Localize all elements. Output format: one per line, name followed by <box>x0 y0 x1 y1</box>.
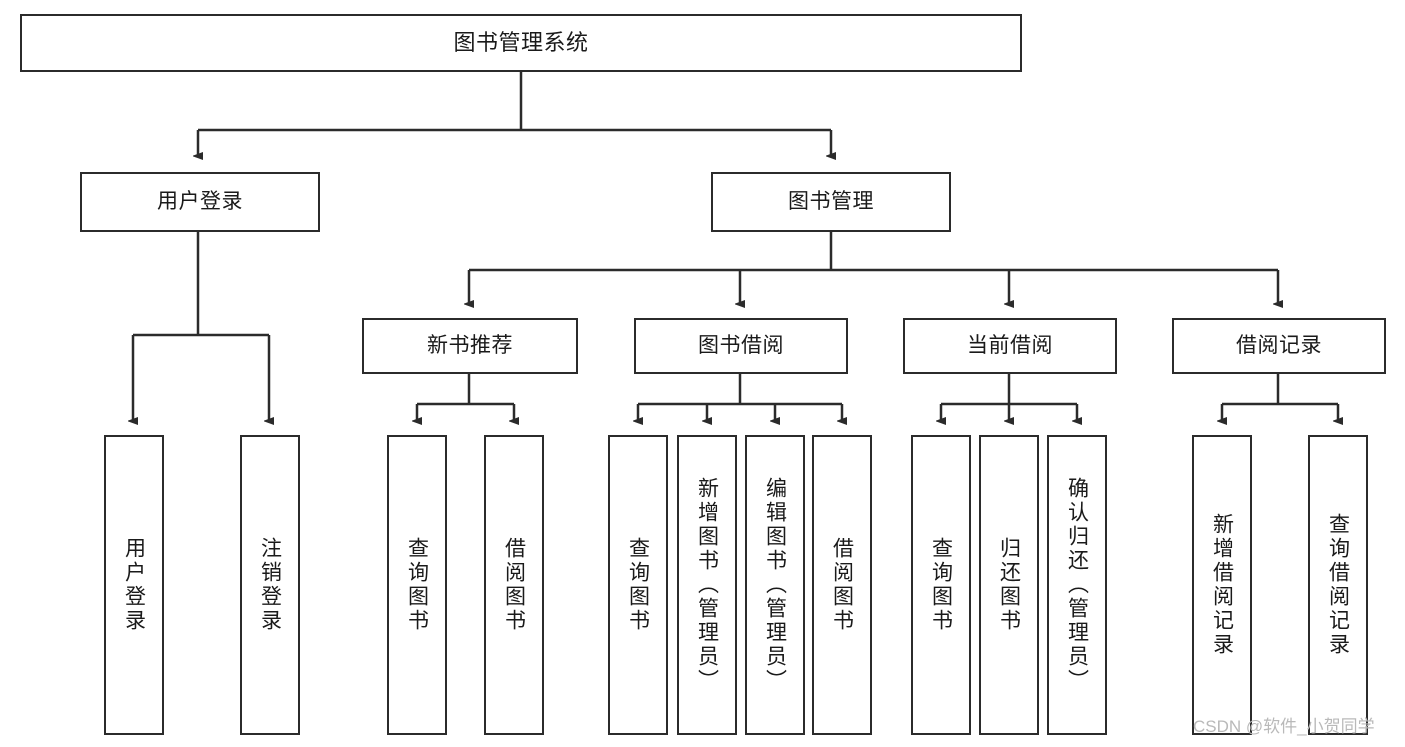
leaf-borrow-query-book[interactable]: 查询图书 <box>608 435 668 735</box>
node-borrow-record[interactable]: 借阅记录 <box>1172 318 1386 374</box>
node-book-management[interactable]: 图书管理 <box>711 172 951 232</box>
node-label: 查询图书 <box>405 537 429 633</box>
node-label: 图书管理系统 <box>453 29 589 55</box>
node-label: 新增借阅记录 <box>1210 513 1234 657</box>
node-label: 用户登录 <box>122 537 146 633</box>
node-label: 用户登录 <box>157 189 243 213</box>
node-label: 借阅图书 <box>502 537 526 633</box>
node-label: 查询图书 <box>929 537 953 633</box>
leaf-borrow-edit-book-admin[interactable]: 编辑图书（管理员） <box>745 435 805 735</box>
node-label: 查询借阅记录 <box>1326 513 1350 657</box>
node-book-borrow[interactable]: 图书借阅 <box>634 318 848 374</box>
node-label: 借阅图书 <box>830 537 854 633</box>
node-label: 新增图书（管理员） <box>695 477 719 693</box>
node-label: 借阅记录 <box>1236 333 1322 357</box>
leaf-user-login-logout[interactable]: 注销登录 <box>240 435 300 735</box>
leaf-user-login-login[interactable]: 用户登录 <box>104 435 164 735</box>
node-user-login[interactable]: 用户登录 <box>80 172 320 232</box>
node-label: 图书借阅 <box>698 333 784 357</box>
node-current-borrow[interactable]: 当前借阅 <box>903 318 1117 374</box>
node-new-book-recommend[interactable]: 新书推荐 <box>362 318 578 374</box>
node-label: 注销登录 <box>258 537 282 633</box>
csdn-watermark: CSDN @软件_小贺同学 <box>1193 717 1375 736</box>
node-label: 编辑图书（管理员） <box>763 477 787 693</box>
leaf-borrow-add-book-admin[interactable]: 新增图书（管理员） <box>677 435 737 735</box>
leaf-recommend-borrow-book[interactable]: 借阅图书 <box>484 435 544 735</box>
leaf-current-return-book[interactable]: 归还图书 <box>979 435 1039 735</box>
leaf-borrow-borrow-book[interactable]: 借阅图书 <box>812 435 872 735</box>
leaf-current-query-book[interactable]: 查询图书 <box>911 435 971 735</box>
leaf-record-add-record[interactable]: 新增借阅记录 <box>1192 435 1252 735</box>
leaf-record-query-record[interactable]: 查询借阅记录 <box>1308 435 1368 735</box>
node-label: 图书管理 <box>788 189 874 213</box>
node-label: 新书推荐 <box>427 333 513 357</box>
leaf-recommend-query-book[interactable]: 查询图书 <box>387 435 447 735</box>
leaf-current-confirm-return-admin[interactable]: 确认归还（管理员） <box>1047 435 1107 735</box>
node-root-system[interactable]: 图书管理系统 <box>20 14 1022 72</box>
node-label: 确认归还（管理员） <box>1065 477 1089 693</box>
node-label: 当前借阅 <box>967 333 1053 357</box>
node-label: 查询图书 <box>626 537 650 633</box>
node-label: 归还图书 <box>997 537 1021 633</box>
